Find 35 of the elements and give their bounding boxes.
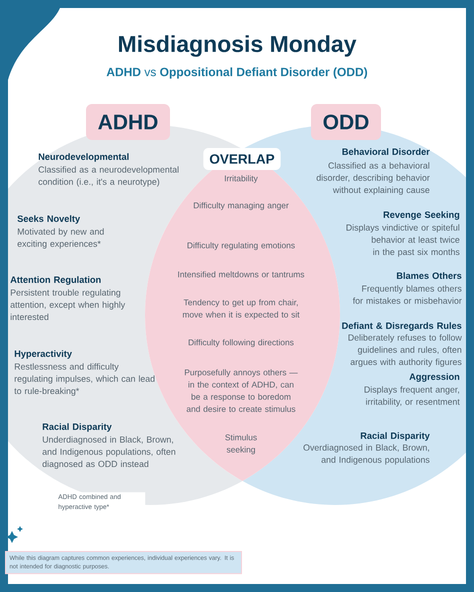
subtitle: ADHD vs Oppositional Defiant Disorder (ODD) <box>106 67 368 79</box>
overlap-item: Difficulty regulating emotions <box>188 242 295 250</box>
item-heading: Revenge Seeking <box>384 211 460 220</box>
item-description: Underdiagnosed in Black, Brown, and Indigenous populations, often diagnosed as ODD instead <box>42 436 176 469</box>
item-description: Displays vindictive or spiteful behavior at least twice in the past six months <box>346 224 460 257</box>
item-description: Persistent trouble regulating attention, except when highly interested <box>10 289 126 320</box>
item-heading: Hyperactivity <box>14 350 72 359</box>
overlap-item: Difficulty managing anger <box>194 202 289 210</box>
item-heading: Attention Regulation <box>10 276 101 285</box>
overlap-heading: OVERLAP <box>203 148 281 170</box>
item-heading: Defiant & Disregards Rules <box>342 322 462 331</box>
item-heading: Blames Others <box>396 272 462 279</box>
item-heading: Racial Disparity <box>360 432 430 441</box>
item-description: Displays frequent anger, irritability, or resentment <box>364 386 460 407</box>
item-description: Restlessness and difficulty regulating impulses, which can lead to rule-breaking* <box>14 363 154 396</box>
item-heading: Seeks Novelty <box>17 215 80 224</box>
item-heading: Aggression <box>409 373 460 382</box>
item-description: Classified as a behavioral disorder, describing behavior without explaining cause <box>316 162 430 195</box>
overlap-item: Intensified meltdowns or tantrums <box>178 271 304 278</box>
overlap-item: Purposefully annoys others — in the context of ADHD, can be a response to boredom and desire to create stimulus <box>184 369 298 412</box>
overlap-item: Stimulus seeking <box>225 434 257 454</box>
overlap-item: Irritability <box>224 175 258 184</box>
item-description: Overdiagnosed in Black, Brown, and Indigenous populations <box>304 444 430 465</box>
overlap-item: Difficulty following directions <box>188 339 294 348</box>
item-heading: Neurodevelopmental <box>38 153 129 162</box>
heading-pill: ODD <box>311 104 381 140</box>
title: Misdiagnosis Monday <box>119 35 356 57</box>
item-description: Classified as a neurodevelopmental condition (i.e., it's a neurotype) <box>38 166 178 187</box>
item-heading: Racial Disparity <box>42 423 112 432</box>
item-heading: Behavioral Disorder <box>342 148 430 155</box>
heading-pill: ADHD <box>86 104 170 140</box>
overlap-item: Tendency to get up from chair, move when it is expected to sit <box>182 299 300 320</box>
item-description: Motivated by new and exciting experiences* <box>18 228 104 249</box>
item-description: Frequently blames others for mistakes or misbehavior <box>352 285 462 304</box>
item-description: Deliberately refuses to follow guidelines and rules, often argues with authority figures <box>348 334 462 367</box>
